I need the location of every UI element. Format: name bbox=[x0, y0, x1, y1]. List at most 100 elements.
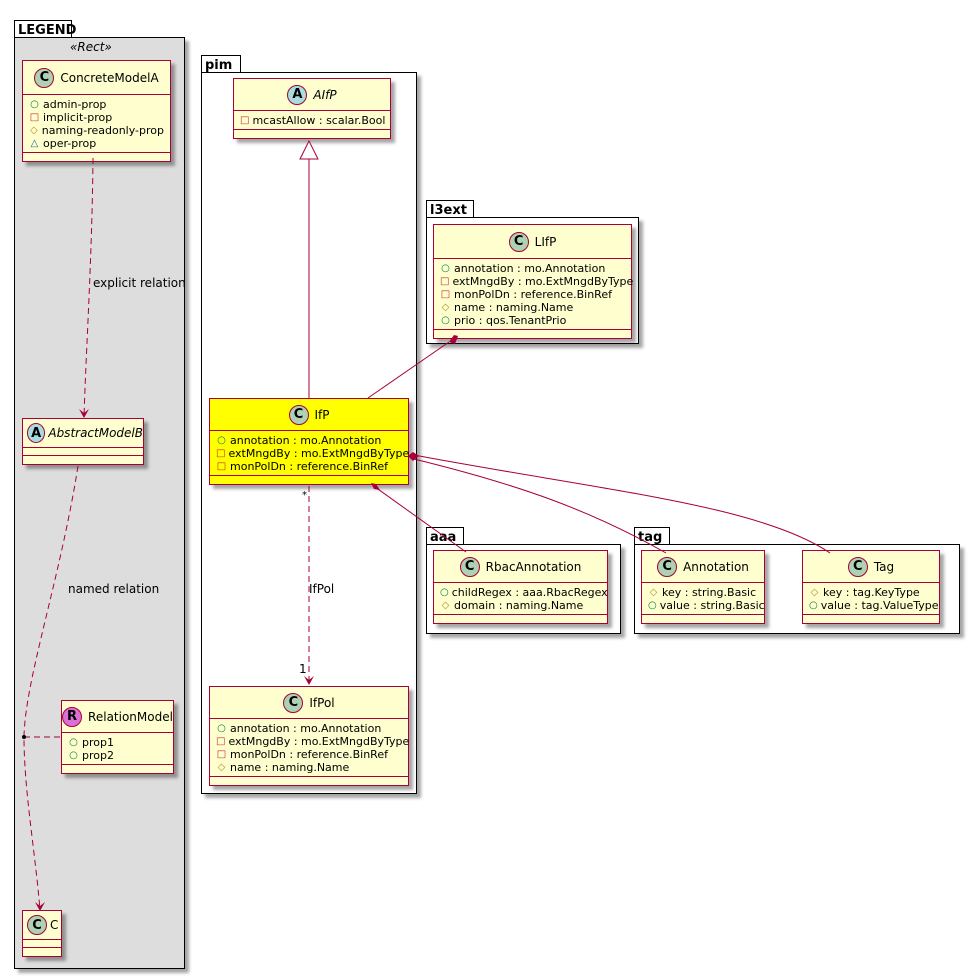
attribute-text: domain : naming.Name bbox=[454, 599, 584, 612]
attribute-text: value : tag.ValueType bbox=[820, 599, 939, 612]
methods-compartment bbox=[642, 615, 764, 623]
public-visibility-icon: ○ bbox=[648, 600, 657, 611]
attribute-row: ◇key : tag.KeyType bbox=[809, 586, 933, 599]
private-visibility-icon: □ bbox=[440, 276, 450, 287]
attribute-row: □monPolDn : reference.BinRef bbox=[216, 460, 402, 473]
multiplicity-from: * bbox=[302, 490, 307, 501]
attribute-text: value : string.Basic bbox=[659, 599, 765, 612]
attribute-row: ○admin-prop bbox=[29, 98, 164, 111]
attribute-row: ◇name : naming.Name bbox=[440, 301, 625, 314]
attribute-row: ◇ key : string.Basic bbox=[648, 586, 758, 599]
public-visibility-icon: ○ bbox=[217, 723, 226, 734]
private-visibility-icon: □ bbox=[216, 461, 227, 472]
methods-compartment bbox=[434, 615, 607, 623]
attributes-compartment: ◇key : string.Basic○value : string.Basic bbox=[642, 583, 765, 615]
class-name: IfP bbox=[314, 407, 330, 422]
methods-compartment bbox=[803, 615, 939, 623]
attribute-row: □extMngdBy : mo.ExtMngdByType bbox=[440, 275, 633, 288]
methods-compartment bbox=[434, 330, 631, 338]
class-badge-icon: C bbox=[34, 67, 55, 88]
attributes-compartment: ○annotation : mo.Annotation□extMngdBy : … bbox=[210, 719, 409, 777]
public-visibility-icon: ○ bbox=[217, 435, 226, 446]
class-concrete-model-a[interactable]: C ConcreteModelA ○admin-prop□implicit-prop… bbox=[22, 60, 171, 162]
attribute-row: ○prio : qos.TenantPrio bbox=[440, 314, 625, 327]
methods-compartment bbox=[62, 765, 173, 773]
protected-visibility-icon: ◇ bbox=[649, 587, 658, 598]
class-name: RbacAnnotation bbox=[485, 559, 582, 574]
attribute-text: childRegex : aaa.RbacRegex bbox=[451, 586, 608, 599]
relation-class-badge-icon: R bbox=[62, 706, 83, 727]
private-visibility-icon: □ bbox=[216, 736, 226, 747]
public-visibility-icon: ○ bbox=[69, 737, 78, 748]
class-name: Annotation bbox=[683, 559, 749, 574]
public-visibility-icon: ○ bbox=[441, 315, 450, 326]
private-visibility-icon: □ bbox=[216, 749, 227, 760]
attribute-text: annotation : mo.Annotation bbox=[230, 434, 382, 447]
multiplicity-to: 1 bbox=[299, 662, 307, 676]
protected-visibility-icon: ◇ bbox=[30, 125, 38, 136]
attribute-row: ○annotation : mo.Annotation bbox=[216, 722, 402, 735]
package-tab-legend: LEGEND bbox=[14, 20, 76, 38]
attribute-row: ○value : tag.ValueType bbox=[809, 599, 939, 612]
attributes-compartment: ○annotation : mo.Annotation□extMngdBy : … bbox=[210, 431, 409, 476]
methods-compartment bbox=[234, 130, 390, 138]
attributes-compartment bbox=[23, 448, 143, 456]
attribute-text: monPolDn : reference.BinRef bbox=[454, 288, 612, 301]
protected-visibility-icon: ◇ bbox=[441, 302, 450, 313]
class-badge-icon: C bbox=[283, 692, 304, 713]
attribute-row: ○prop1 bbox=[68, 736, 167, 749]
attribute-text: monPolDn : reference.BinRef bbox=[230, 748, 388, 761]
attribute-row: ○ annotation : mo.Annotation bbox=[440, 262, 625, 275]
attribute-row: ○ annotation : mo.Annotation bbox=[216, 434, 402, 447]
attribute-row: △oper-prop bbox=[29, 137, 164, 150]
attribute-text: key : tag.KeyType bbox=[823, 586, 920, 599]
class-badge-icon: C bbox=[657, 556, 678, 577]
attribute-row: □extMngdBy : mo.ExtMngdByType bbox=[216, 735, 409, 748]
attributes-compartment bbox=[23, 940, 61, 948]
attribute-text: annotation : mo.Annotation bbox=[454, 262, 606, 275]
attribute-row: ◇name : naming.Name bbox=[216, 761, 402, 774]
package-tab-aaa: aaa bbox=[426, 527, 464, 545]
attribute-row: ○prop2 bbox=[68, 749, 167, 762]
package-tab-l3ext: l3ext bbox=[426, 200, 474, 218]
private-visibility-icon: □ bbox=[240, 115, 250, 126]
attribute-row: □monPolDn : reference.BinRef bbox=[216, 748, 402, 761]
attribute-text: name : naming.Name bbox=[230, 761, 350, 774]
attribute-row: □implicit-prop bbox=[29, 111, 164, 124]
public-visibility-icon: ○ bbox=[441, 263, 450, 274]
attribute-row: □monPolDn : reference.BinRef bbox=[440, 288, 625, 301]
class-name: ConcreteModelA bbox=[60, 70, 159, 85]
attribute-row: □extMngdBy : mo.ExtMngdByType bbox=[216, 447, 409, 460]
class-badge-icon: C bbox=[459, 556, 480, 577]
public-visibility-icon: ○ bbox=[69, 750, 78, 761]
attribute-text: extMngdBy : mo.ExtMngdByType bbox=[228, 735, 410, 748]
attribute-row: ◇domain : naming.Name bbox=[440, 599, 601, 612]
attribute-text: implicit-prop bbox=[43, 111, 113, 124]
attribute-row: ○value : string.Basic bbox=[648, 599, 765, 612]
label-ifpol-relation: IfPol bbox=[309, 582, 335, 596]
attribute-text: monPolDn : reference.BinRef bbox=[230, 460, 388, 473]
attribute-text: key : string.Basic bbox=[662, 586, 757, 599]
attribute-row: ◇naming-readonly-prop bbox=[29, 124, 164, 137]
abstract-class-badge-icon: A bbox=[287, 84, 308, 105]
attribute-text: extMngdBy : mo.ExtMngdByType bbox=[228, 447, 410, 460]
private-visibility-icon: □ bbox=[29, 112, 40, 123]
attribute-text: naming-readonly-prop bbox=[41, 124, 164, 137]
attributes-compartment: ○admin-prop□implicit-prop◇naming-readonl… bbox=[23, 95, 170, 153]
